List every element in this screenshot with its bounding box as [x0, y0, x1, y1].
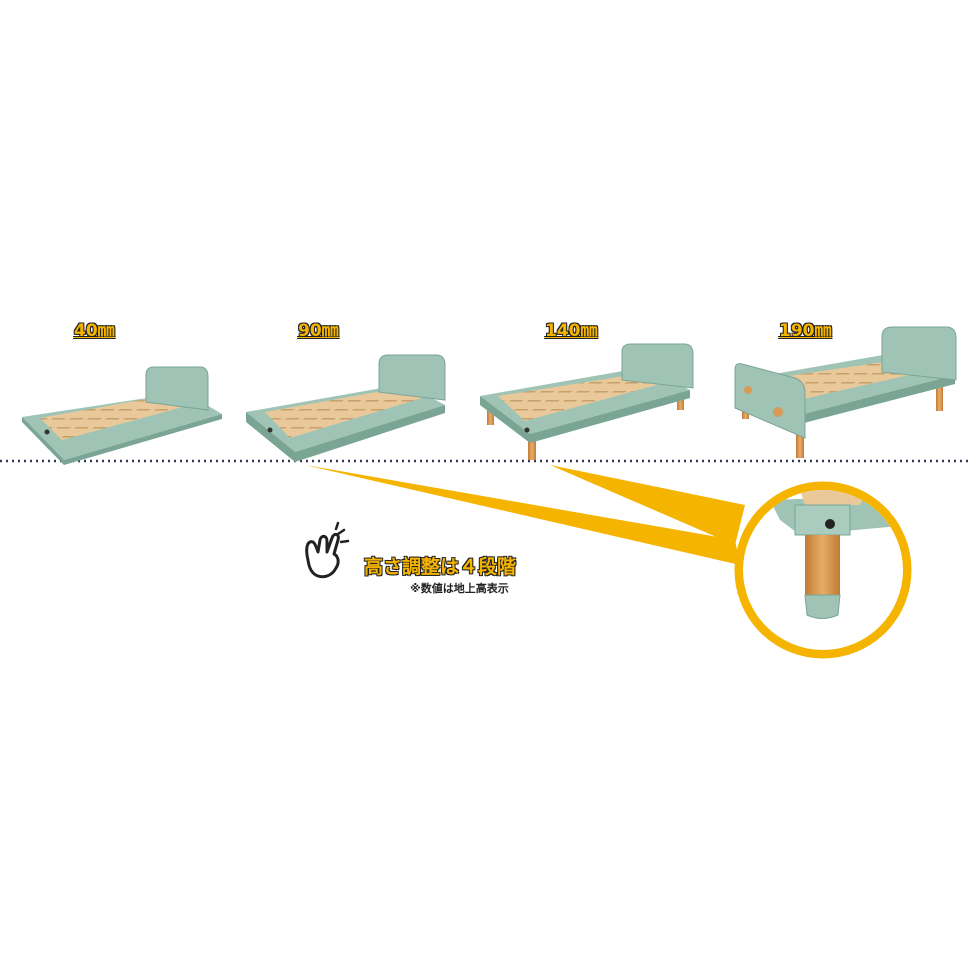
height-label-90mm: 90㎜	[298, 321, 339, 341]
ground-height-note: ※数値は地上高表示	[410, 582, 509, 595]
callout-beam-1	[305, 465, 740, 565]
pointing-hand-icon	[305, 521, 350, 579]
height-label-140mm: 140㎜	[545, 321, 598, 341]
bed-90mm	[246, 354, 446, 462]
bed-140mm	[480, 343, 694, 460]
leg-zoom-callout	[734, 481, 912, 659]
bed-190mm	[734, 326, 957, 458]
height-label-40mm: 40㎜	[74, 321, 115, 341]
bed-40mm	[22, 366, 222, 465]
height-label-190mm: 190㎜	[779, 321, 832, 341]
adjustment-caption: 高さ調整は４段階	[364, 556, 517, 578]
callout-beam-2	[550, 465, 745, 545]
